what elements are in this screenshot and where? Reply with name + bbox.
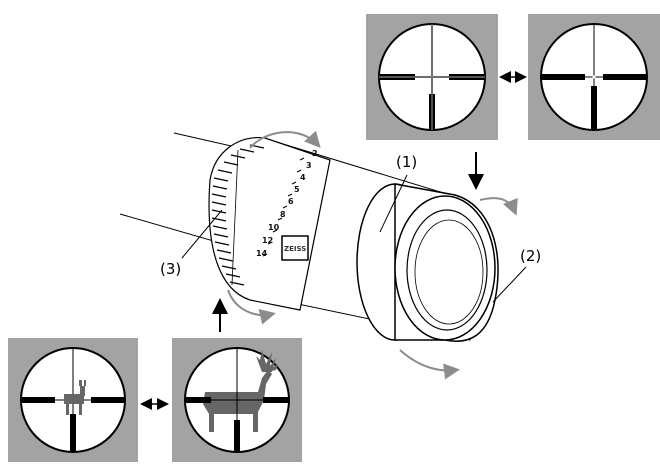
- callout-2: (2): [492, 247, 541, 303]
- deer-icon: [64, 380, 86, 415]
- top-reticle-panel-right: [528, 14, 660, 140]
- brand-badge: ZEISS: [281, 235, 309, 261]
- scale-tick-4: 4: [300, 173, 306, 182]
- top-reticle-panel-left: [366, 14, 498, 140]
- scale-tick-14: 14: [256, 249, 268, 258]
- scope-tube: 2 3 4 5 6 8 10 12 14 ZEISS: [119, 132, 499, 342]
- scale-tick-8: 8: [280, 210, 286, 219]
- scale-tick-6: 6: [288, 197, 294, 206]
- brand-text: ZEISS: [284, 245, 306, 253]
- label-2: (2): [520, 247, 541, 265]
- bottom-reticle-panel-right: [172, 338, 302, 462]
- magnification-ring-grip: [211, 144, 265, 286]
- bottom-reticle-panel-left: [8, 338, 138, 462]
- callout-3: (3): [160, 209, 223, 278]
- scale-tick-2: 2: [312, 149, 318, 158]
- scale-tick-3: 3: [306, 161, 312, 170]
- label-1: (1): [396, 153, 417, 171]
- scale-tick-10: 10: [268, 223, 280, 232]
- magnification-scale: 2 3 4 5 6 8 10 12 14: [256, 149, 318, 258]
- scale-tick-12: 12: [262, 236, 273, 245]
- scale-tick-5: 5: [294, 185, 300, 194]
- rotation-arrow-icon: [227, 130, 518, 380]
- label-3: (3): [160, 260, 181, 278]
- eyepiece: [356, 183, 499, 342]
- callout-1: (1): [379, 153, 417, 233]
